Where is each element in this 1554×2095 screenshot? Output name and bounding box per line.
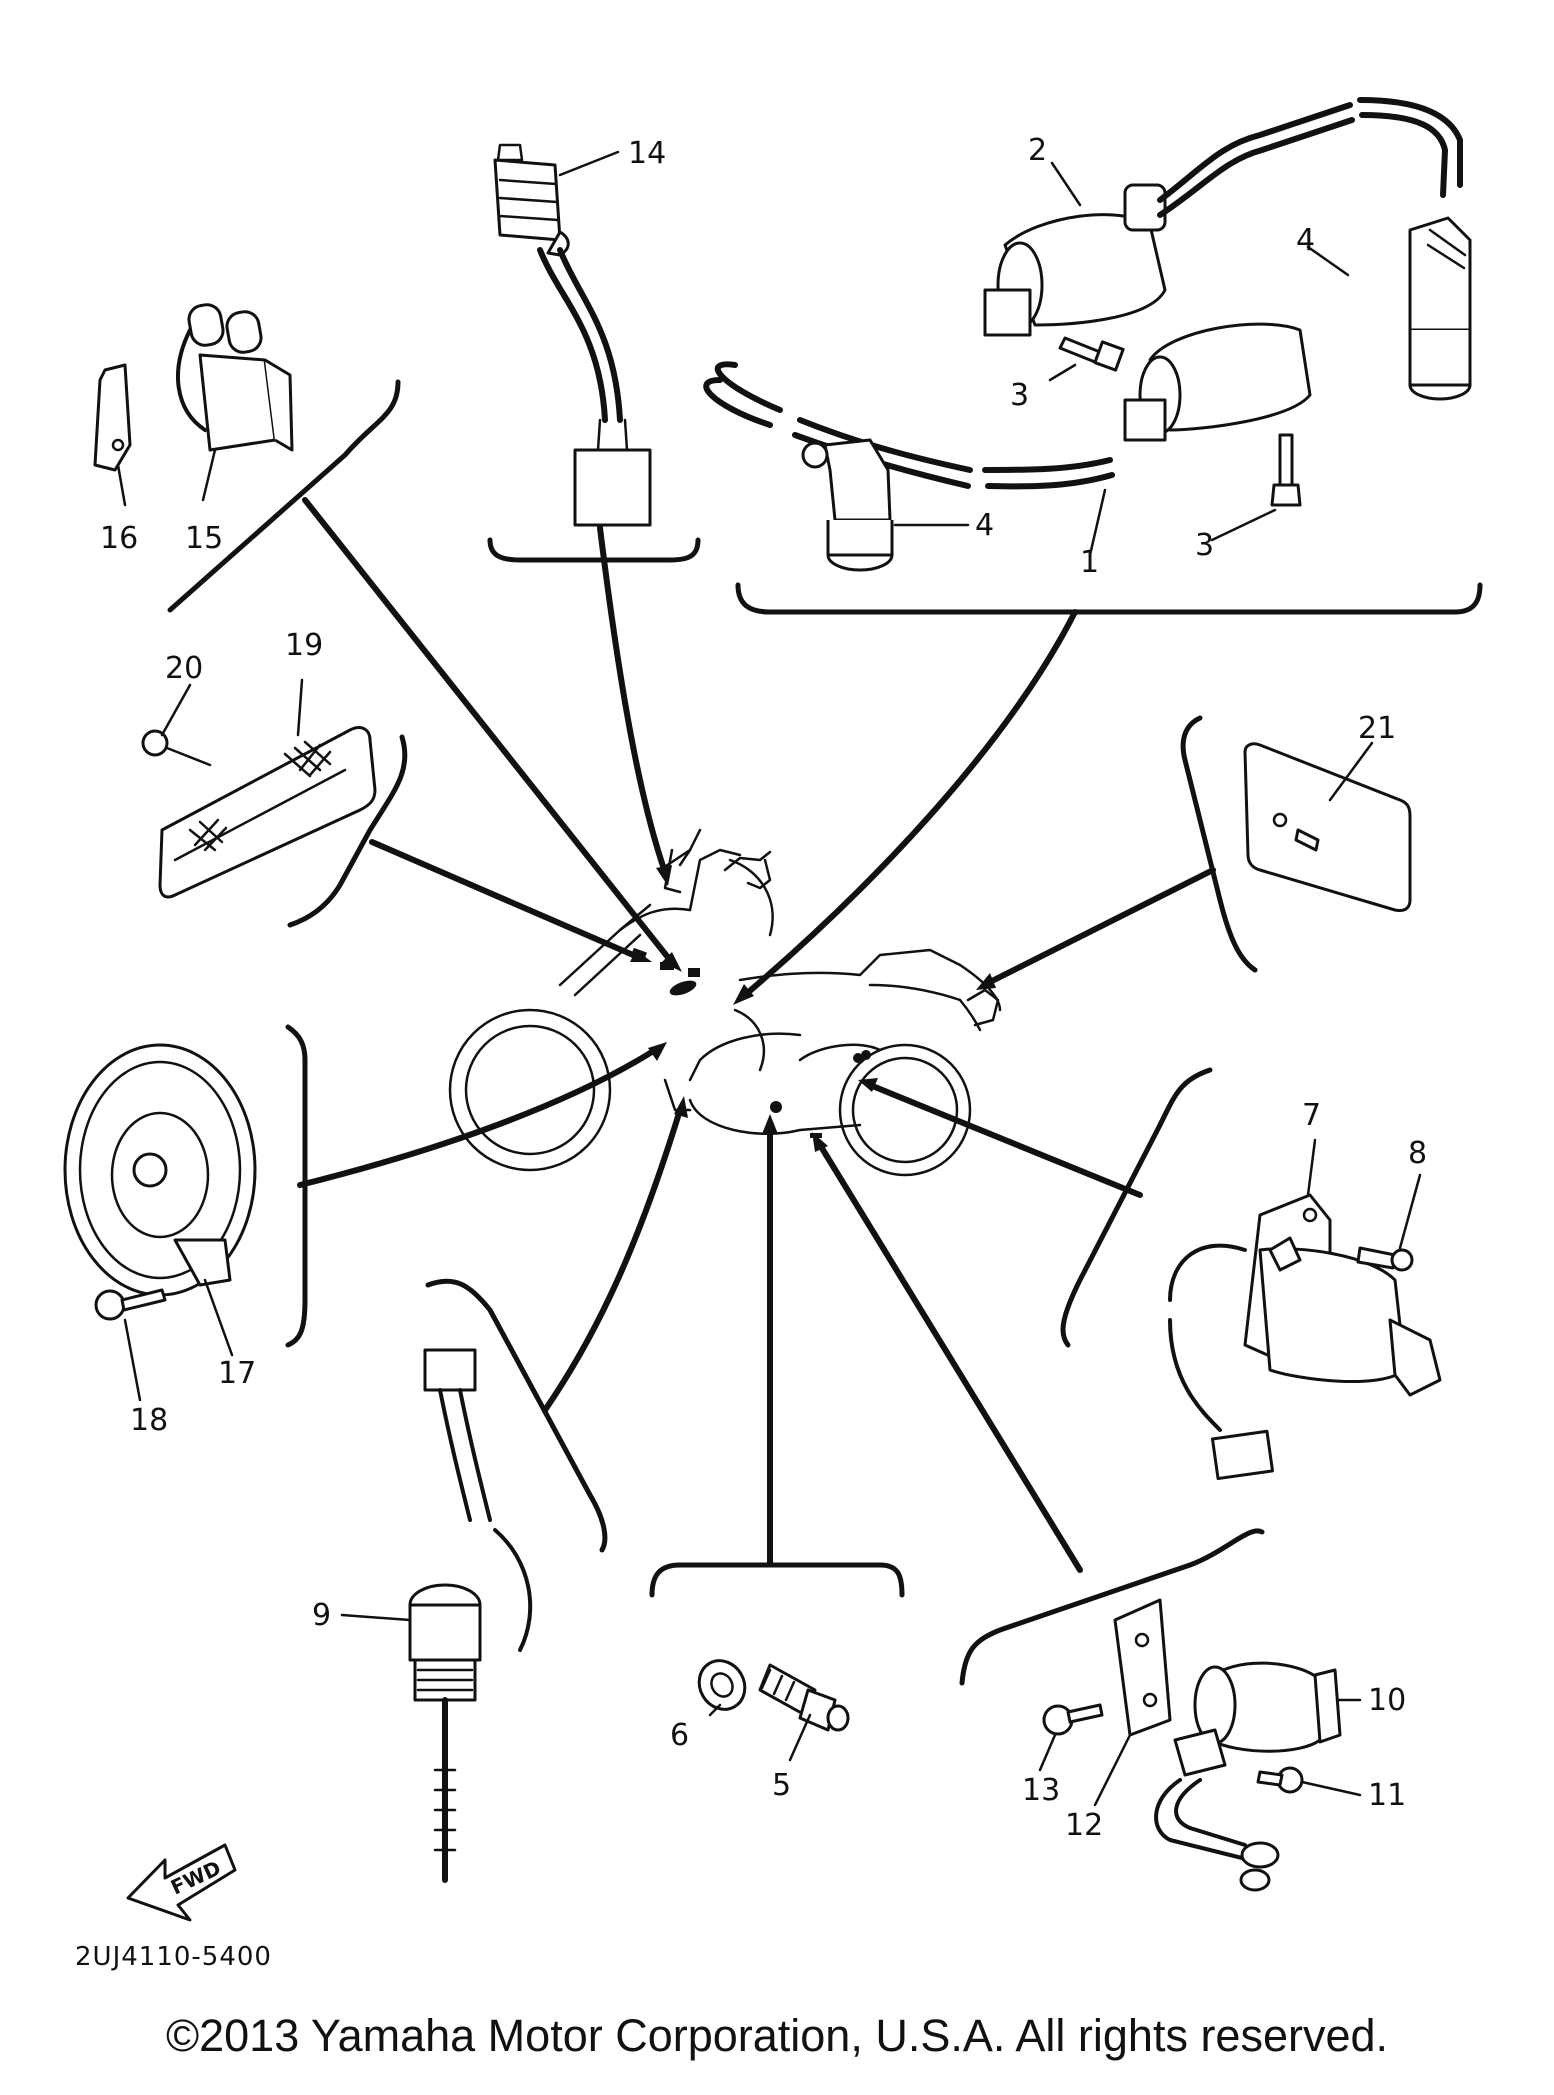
- part-7-main-switch: [1168, 1193, 1442, 1481]
- label-part-3-top: 3: [1010, 378, 1029, 413]
- label-part-1: 1: [1080, 545, 1099, 580]
- label-part-18: 18: [130, 1403, 168, 1438]
- label-part-8: 8: [1408, 1136, 1427, 1171]
- label-part-19: 19: [285, 628, 323, 663]
- part-14-switch: [493, 143, 652, 527]
- part-19-reflector: [141, 726, 377, 899]
- part-5-6-switch: [697, 1659, 850, 1732]
- label-part-5: 5: [772, 1768, 791, 1803]
- label-part-2: 2: [1028, 133, 1047, 168]
- label-part-11: 11: [1368, 1778, 1406, 1813]
- label-part-13: 13: [1022, 1773, 1060, 1808]
- copyright-notice: ©2013 Yamaha Motor Corporation, U.S.A. A…: [165, 2010, 1389, 2061]
- part-1-ignition-coil: [703, 322, 1312, 572]
- label-part-10: 10: [1368, 1683, 1406, 1718]
- label-part-15: 15: [185, 521, 223, 556]
- drawing-code: 2UJ4110-5400: [75, 1942, 272, 1972]
- part-17-horn: [63, 1043, 257, 1321]
- label-part-3-bottom: 3: [1195, 528, 1214, 563]
- label-part-6: 6: [670, 1718, 689, 1753]
- label-part-14: 14: [628, 136, 666, 171]
- part-2-ignition-coil: [983, 97, 1463, 337]
- part-9-sender: [408, 1348, 533, 1883]
- part-15-16-relay: [93, 303, 294, 472]
- label-part-17: 17: [218, 1356, 256, 1391]
- callout-lines: [116, 150, 1422, 1807]
- mounting-points: [631, 947, 871, 1138]
- part-4-plug-cap-right: [1408, 216, 1472, 401]
- label-part-12: 12: [1065, 1808, 1103, 1843]
- fwd-arrow-icon: FWD: [126, 1843, 237, 1922]
- part-labels: 14 2 4 3 3 1 4 16 15 20 19 21 17 18 7 8 …: [100, 133, 1427, 1843]
- leader-lines: [297, 497, 1216, 1573]
- label-part-20: 20: [165, 651, 203, 686]
- label-part-4-right: 4: [1296, 223, 1315, 258]
- motorcycle-outline: [448, 828, 1002, 1177]
- group-brackets: [167, 379, 1483, 1686]
- part-21-reflector: [1243, 742, 1412, 912]
- label-part-4-left: 4: [975, 508, 994, 543]
- label-part-21: 21: [1358, 711, 1396, 746]
- part-10-13-switch: [1042, 1598, 1342, 1892]
- part-3-bolts: [1058, 336, 1302, 507]
- label-part-16: 16: [100, 521, 138, 556]
- label-part-7: 7: [1302, 1098, 1321, 1133]
- label-part-9: 9: [312, 1598, 331, 1633]
